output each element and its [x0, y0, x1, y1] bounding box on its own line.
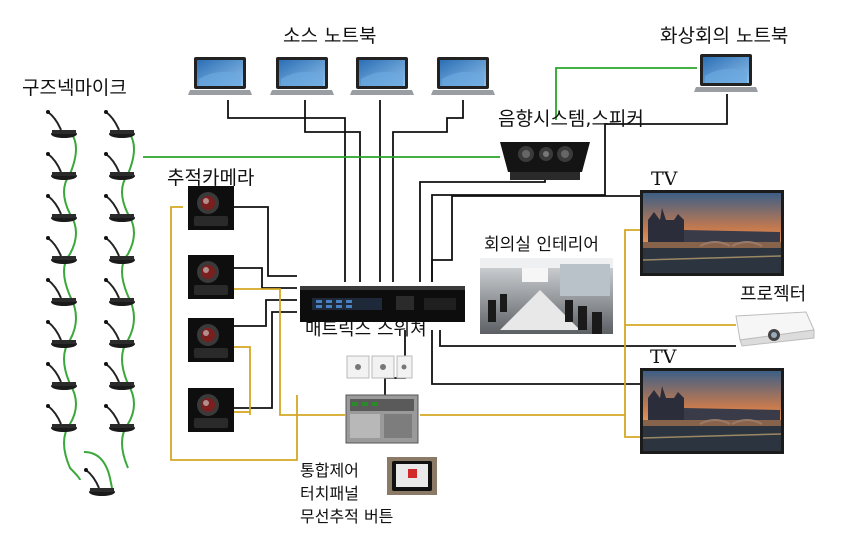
video-conf-laptop-icon [694, 54, 758, 92]
meeting-room-label: 회의실 인테리어 [484, 235, 599, 255]
source-laptop-icon [188, 57, 252, 95]
control-label-line3: 무선추적 버튼 [300, 507, 393, 526]
wall-plate-icons [346, 355, 413, 379]
control-processor-icon [345, 394, 419, 444]
tracking-camera-icon [188, 255, 234, 299]
speaker-icon [500, 142, 590, 180]
meeting-room-photo [480, 258, 613, 334]
tracking-camera-label: 추적카메라 [167, 167, 254, 189]
touch-panel-icon [387, 457, 437, 495]
video-conf-laptop-label: 화상회의 노트북 [660, 25, 788, 47]
tv-top-label: TV [651, 168, 678, 190]
tv-bottom-label: TV [650, 346, 677, 368]
source-laptop-icon [431, 57, 495, 95]
green-cables [143, 67, 697, 158]
source-laptops-label: 소스 노트북 [283, 25, 376, 47]
tracking-camera-icon [188, 318, 234, 362]
yellow-cables [170, 206, 736, 461]
source-laptop-icon [350, 57, 414, 95]
audio-speaker-label: 음향시스템,스피커 [498, 108, 644, 130]
tv-top-icon [639, 189, 785, 277]
gooseneck-mic-label: 구즈넥마이크 [22, 77, 127, 99]
control-label-line2: 터치패널 [300, 484, 359, 503]
projector-label: 프로젝터 [740, 284, 806, 305]
tracking-camera-icon [188, 388, 234, 432]
tv-bottom-icon [639, 367, 785, 455]
tracking-camera-icon [188, 186, 234, 230]
projector-icon [735, 311, 815, 347]
matrix-switch-label: 매트릭스 스위쳐 [305, 319, 427, 340]
control-label-line1: 통합제어 [300, 461, 359, 480]
source-laptop-icon [270, 57, 334, 95]
matrix-switcher-icon [300, 286, 465, 322]
mic-cables [63, 131, 135, 489]
